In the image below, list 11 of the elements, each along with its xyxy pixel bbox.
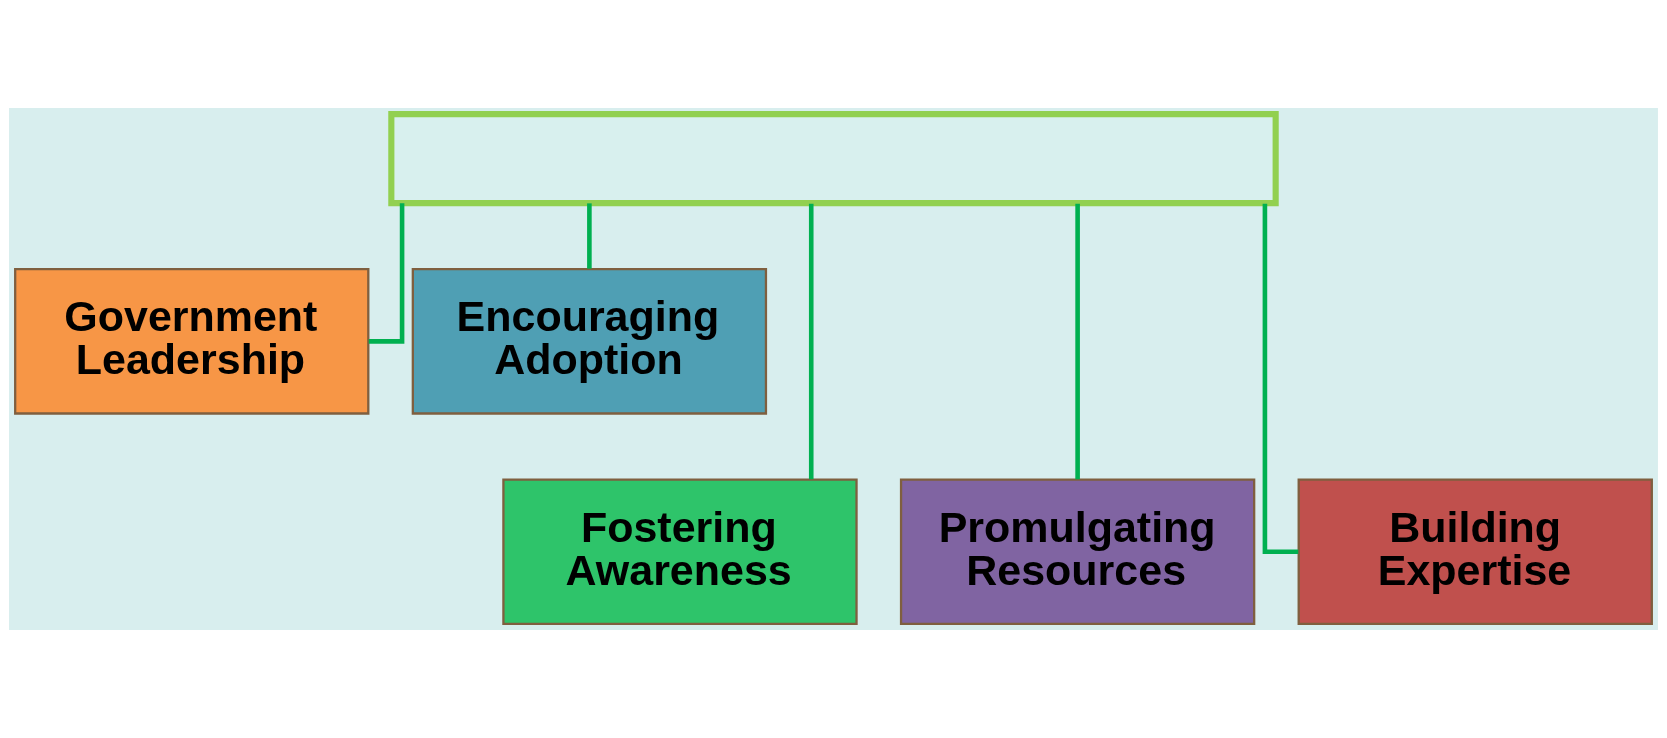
node-box: Promulgating Resources <box>899 478 1256 625</box>
connector <box>1075 203 1080 480</box>
node-box: Government Leadership <box>14 268 370 415</box>
node-box: Encouraging Adoption <box>411 268 768 415</box>
node-box <box>388 111 1279 207</box>
connector <box>808 203 814 480</box>
connector <box>1262 203 1299 554</box>
connector <box>587 203 592 269</box>
connector <box>368 203 405 344</box>
node-box: Building Expertise <box>1297 478 1653 625</box>
node-box: Fostering Awareness <box>502 478 858 625</box>
